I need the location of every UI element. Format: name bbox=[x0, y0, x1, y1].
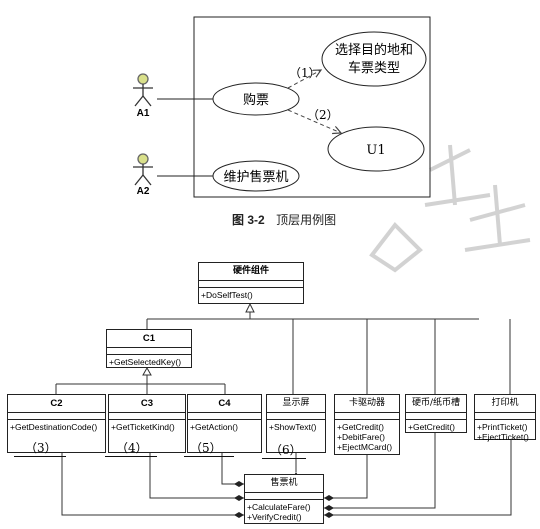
usecase-maintain bbox=[212, 160, 300, 192]
class-machine-op-1: +CalculateFare() bbox=[247, 502, 311, 512]
class-printer-name: 打印机 bbox=[475, 395, 535, 413]
relation-1 bbox=[287, 70, 321, 89]
class-display: 显示屏 +ShowText() bbox=[266, 394, 326, 453]
class-coin-op: +GetCredit() bbox=[408, 422, 455, 432]
class-hardware-op: +DoSelfTest() bbox=[201, 290, 253, 300]
generalization-c1 bbox=[142, 366, 152, 376]
actor-a2-label: A2 bbox=[137, 186, 150, 197]
class-c4-name: C4 bbox=[188, 395, 261, 413]
system-boundary bbox=[193, 16, 431, 198]
class-c2-name: C2 bbox=[8, 395, 105, 413]
usecase-u1 bbox=[327, 126, 425, 172]
class-card-op-3: +EjectMCard() bbox=[337, 442, 393, 452]
class-c1: C1 +GetSelectedKey() bbox=[106, 329, 192, 368]
usecase-buy-ticket-label: 购票 bbox=[243, 92, 269, 108]
figure-caption-text: 顶层用例图 bbox=[276, 213, 337, 227]
blank-6-label: （6） bbox=[270, 443, 302, 457]
generalization-hardware bbox=[245, 302, 255, 313]
blank-6-line bbox=[262, 458, 306, 459]
relation-2-label: （2） bbox=[307, 108, 339, 122]
class-printer-op-2: +EjectTicket() bbox=[477, 432, 529, 442]
usecase-maintain-label: 维护售票机 bbox=[223, 169, 288, 185]
class-card-op-1: +GetCredit() bbox=[337, 422, 384, 432]
class-coin-slot: 硬币/纸币槽 +GetCredit() bbox=[405, 394, 467, 433]
actor-a1-icon bbox=[133, 73, 153, 107]
class-c4: C4 +GetAction() bbox=[187, 394, 262, 453]
class-c3: C3 +GetTicketKind() bbox=[108, 394, 186, 453]
class-c4-op: +GetAction() bbox=[190, 422, 238, 432]
class-ticket-machine: 售票机 +CalculateFare() +VerifyCredit() bbox=[244, 474, 324, 524]
blank-4-label: （4） bbox=[116, 441, 148, 455]
blank-5-label: （5） bbox=[190, 441, 222, 455]
usecase-buy-ticket bbox=[212, 82, 300, 116]
class-c1-name: C1 bbox=[107, 330, 191, 348]
class-coin-name: 硬币/纸币槽 bbox=[406, 395, 466, 413]
relation-1-label: （1） bbox=[289, 66, 321, 80]
class-c3-name: C3 bbox=[109, 395, 185, 413]
class-c2-op: +GetDestinationCode() bbox=[10, 422, 98, 432]
class-machine-op-2: +VerifyCredit() bbox=[247, 512, 302, 522]
actor-a2-icon bbox=[133, 153, 153, 186]
class-c3-op: +GetTicketKind() bbox=[111, 422, 175, 432]
class-c1-op: +GetSelectedKey() bbox=[109, 357, 182, 367]
class-machine-name: 售票机 bbox=[245, 475, 323, 493]
blank-4-line bbox=[105, 456, 157, 457]
blank-3-line bbox=[14, 456, 66, 457]
class-card-op-2: +DebitFare() bbox=[337, 432, 385, 442]
usecase-u1-label: U1 bbox=[366, 143, 385, 158]
watermark bbox=[369, 144, 531, 273]
class-printer-op-1: +PrintTicket() bbox=[477, 422, 528, 432]
class-hardware: 硬件组件 +DoSelfTest() bbox=[198, 262, 304, 304]
usecase-select-line1: 选择目的地和 bbox=[335, 42, 413, 58]
class-connectors bbox=[55, 312, 512, 516]
class-c2: C2 +GetDestinationCode() bbox=[7, 394, 106, 453]
blank-3-label: （3） bbox=[25, 441, 57, 455]
class-display-name: 显示屏 bbox=[267, 395, 325, 413]
class-card-driver: 卡驱动器 +GetCredit() +DebitFare() +EjectMCa… bbox=[334, 394, 400, 455]
blank-5-line bbox=[184, 456, 234, 457]
usecase-select-destination bbox=[321, 31, 427, 87]
class-display-op: +ShowText() bbox=[269, 422, 317, 432]
class-printer: 打印机 +PrintTicket() +EjectTicket() bbox=[474, 394, 536, 442]
figure-caption-number: 图 3-2 bbox=[232, 213, 265, 227]
class-card-name: 卡驱动器 bbox=[335, 395, 399, 413]
relation-2 bbox=[287, 109, 341, 133]
class-hardware-name: 硬件组件 bbox=[199, 263, 303, 281]
actor-a1-label: A1 bbox=[137, 108, 150, 119]
usecase-select-line2: 车票类型 bbox=[348, 60, 400, 76]
figure-caption: 图 3-2 顶层用例图 bbox=[232, 211, 336, 228]
